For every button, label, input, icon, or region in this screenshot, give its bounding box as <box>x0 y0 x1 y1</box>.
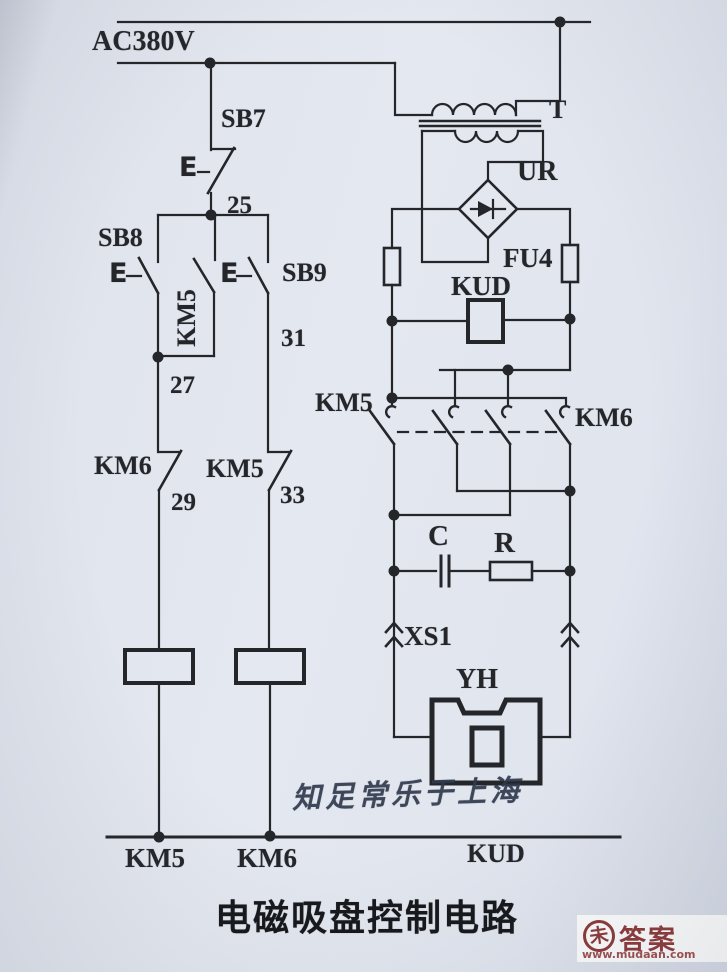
bottom-km5-label: KM5 <box>125 843 185 873</box>
rc-discharge-branch <box>392 554 572 588</box>
capacitor-label: C <box>428 520 449 552</box>
sb8-start-button-symbol <box>125 213 164 363</box>
site-watermark: 未 答案 www.mudaan.com <box>577 915 727 962</box>
sb7-label: SB7 <box>221 104 266 133</box>
km5-coil-symbol <box>123 648 195 843</box>
fuse-label: FU4 <box>503 243 553 273</box>
node-27-label: 27 <box>170 372 195 399</box>
sb7-stop-button-symbol <box>196 61 237 221</box>
chuck-label: YH <box>456 664 498 695</box>
diagram-title: 电磁吸盘控制电路 <box>214 898 519 939</box>
bridge-rectifier-symbol <box>457 178 519 240</box>
transformer-label: T <box>549 95 567 124</box>
kud-relay-label: KUD <box>451 271 511 301</box>
km6-main-label: KM6 <box>575 403 633 432</box>
km6-interlock-contact-symbol <box>156 355 183 652</box>
xs1-connector-symbol <box>384 569 580 739</box>
sb8-label: SB8 <box>98 223 143 252</box>
transformer-symbol <box>393 20 562 264</box>
km6-interlock-label: KM6 <box>94 451 152 480</box>
sb7-actuator-label: E <box>179 152 198 183</box>
sb9-actuator-label: E <box>220 258 239 289</box>
km5-aux-contact-symbol <box>156 213 217 358</box>
sb9-label: SB9 <box>282 258 327 287</box>
node-31-label: 31 <box>281 325 306 352</box>
connector-label: XS1 <box>404 621 453 651</box>
sb8-actuator-label: E <box>109 258 128 289</box>
node-25-label: 25 <box>227 192 252 219</box>
km5-aux-label: KM5 <box>172 289 201 347</box>
km5-interlock-label: KM5 <box>206 454 264 483</box>
resistor-label: R <box>494 527 515 559</box>
sb9-start-button-symbol <box>235 213 270 454</box>
supply-voltage-label: AC380V <box>92 26 195 57</box>
node-29-label: 29 <box>171 489 196 516</box>
yh-chuck-symbol <box>392 697 572 786</box>
main-contact-network <box>368 317 576 577</box>
rectifier-label: UR <box>517 156 558 187</box>
km5-interlock-contact-symbol <box>267 449 293 652</box>
bottom-km6-label: KM6 <box>237 843 297 873</box>
watermark-name: 答案 <box>619 925 677 956</box>
km5-main-label: KM5 <box>315 388 373 417</box>
kud-relay-coil-symbol <box>390 298 572 344</box>
node-33-label: 33 <box>280 482 305 509</box>
watermark-url: www.mudaan.com <box>582 948 696 961</box>
bottom-kud-label: KUD <box>467 839 525 868</box>
